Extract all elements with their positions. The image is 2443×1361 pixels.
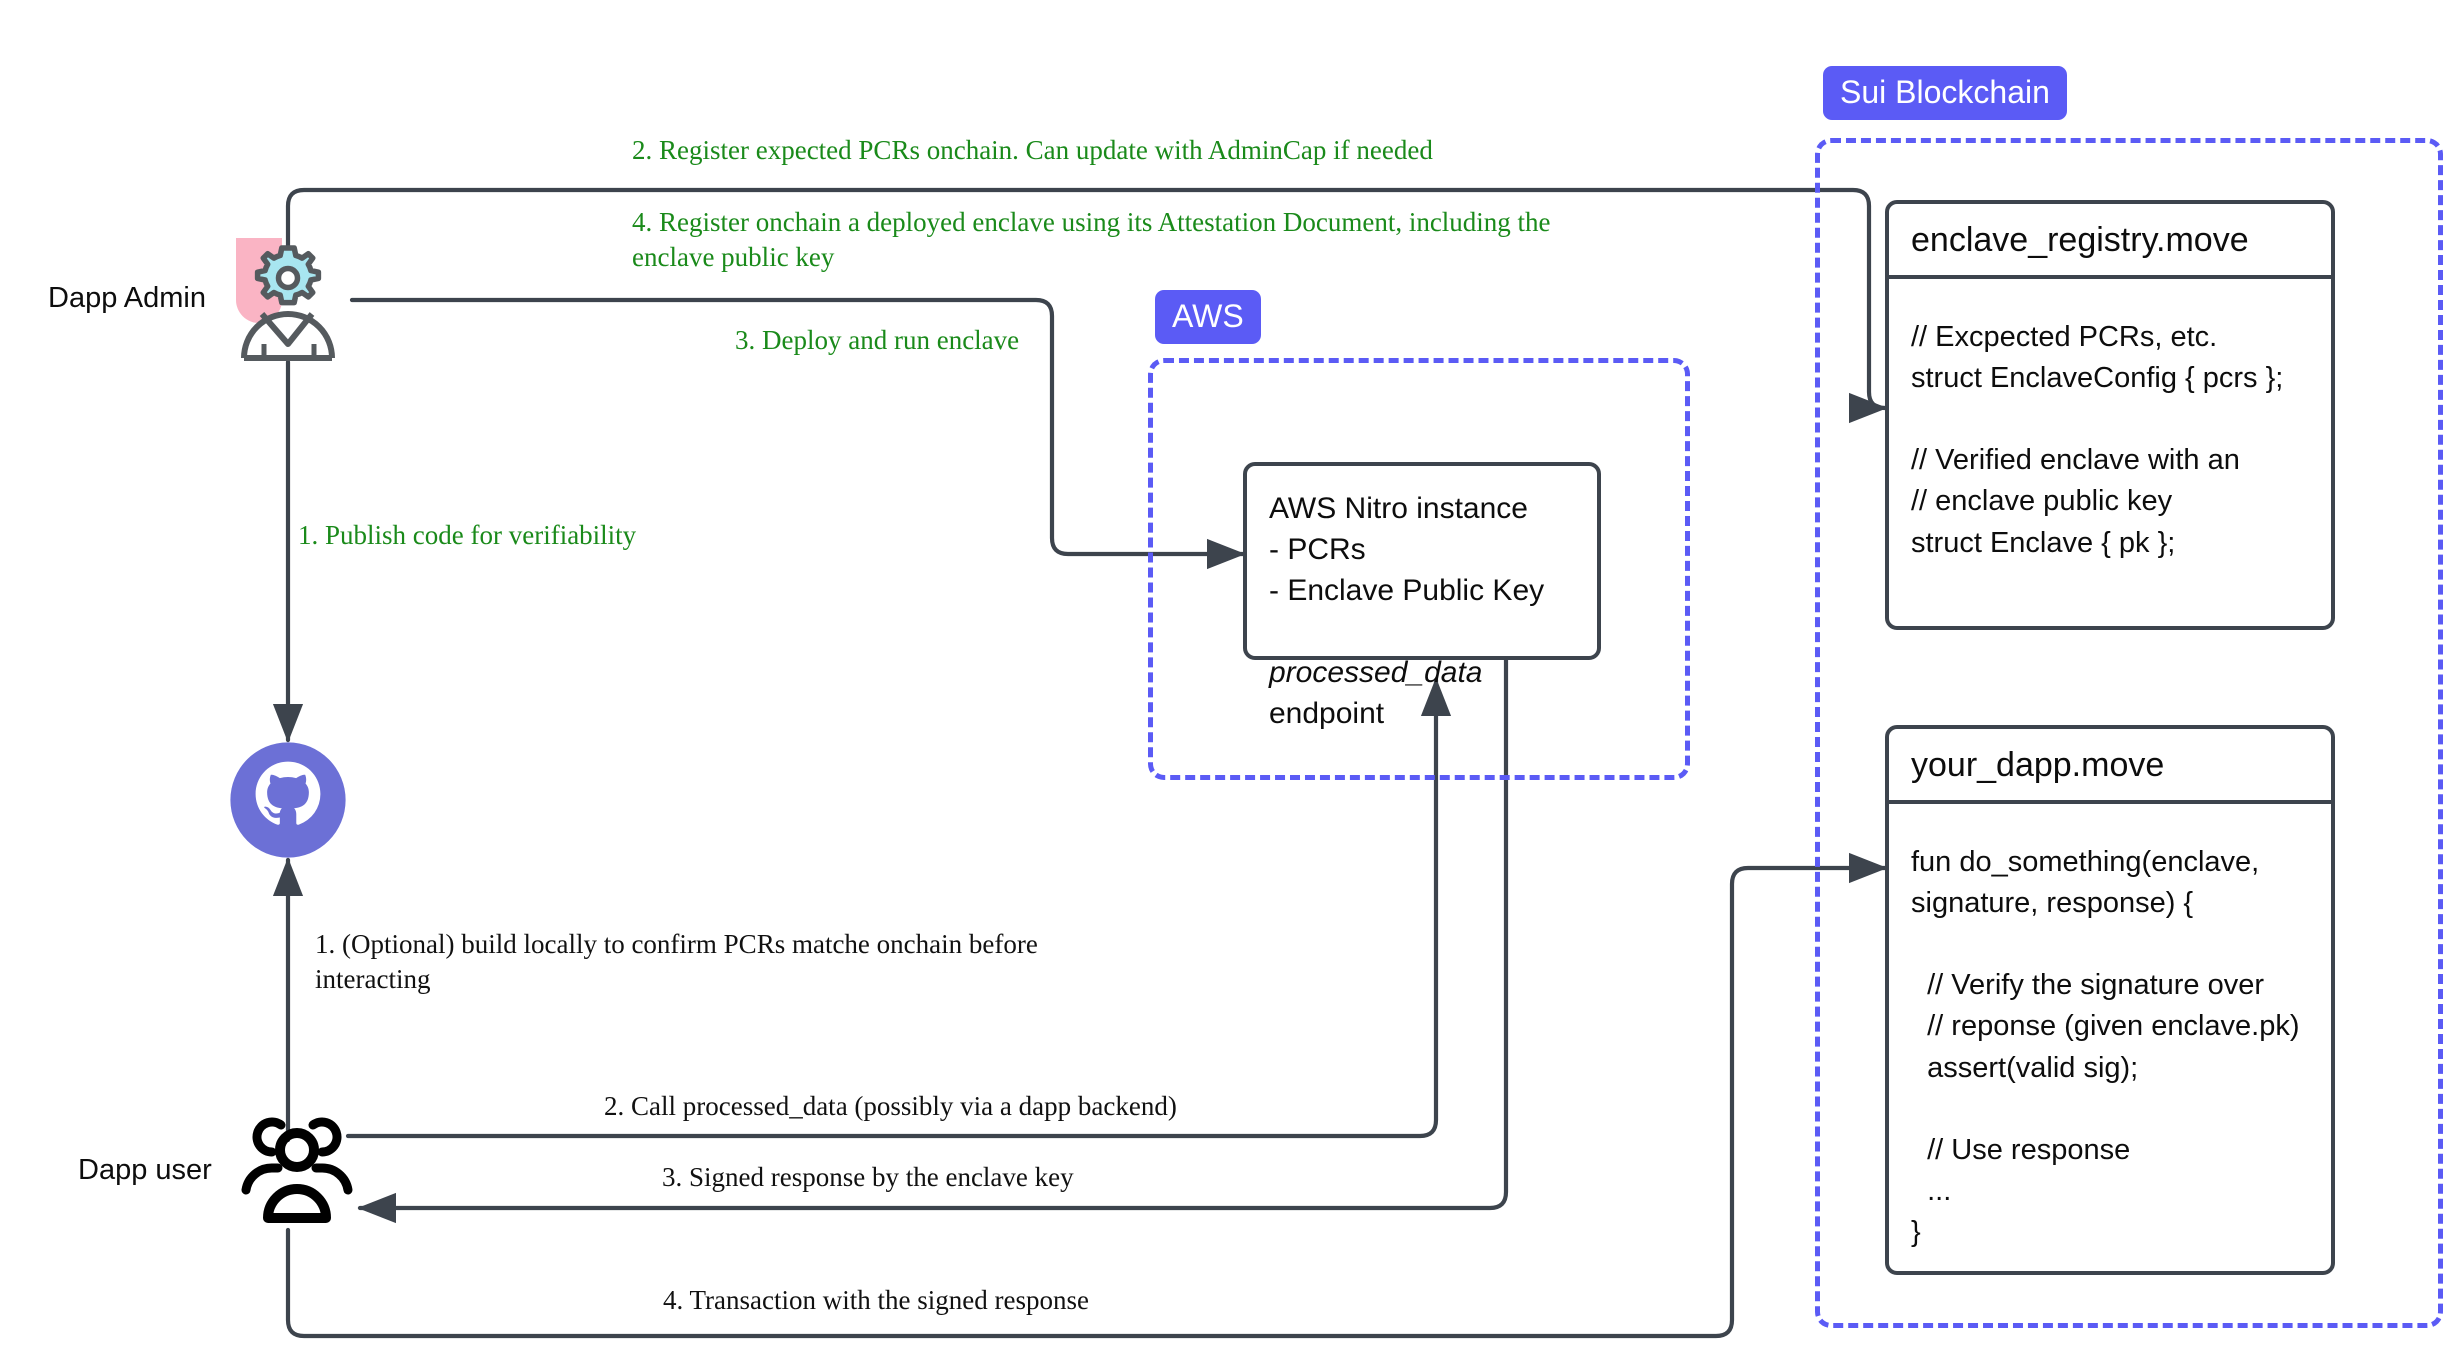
- nitro-line-3: - Enclave Public Key: [1269, 574, 1545, 608]
- label-admin-register-pcrs: 2. Register expected PCRs onchain. Can u…: [632, 135, 1433, 165]
- sui-blockchain-region: [1815, 138, 2443, 1328]
- enclave-registry-box: enclave_registry.move // Excpected PCRs,…: [1885, 200, 2335, 630]
- label-admin-deploy: 3. Deploy and run enclave: [735, 325, 1020, 355]
- sui-blockchain-badge: Sui Blockchain: [1823, 66, 2067, 121]
- aws-badge: AWS: [1155, 290, 1261, 345]
- label-admin-register-enclave: 4. Register onchain a deployed enclave u…: [632, 207, 1551, 272]
- label-user-call: 2. Call processed_data (possibly via a d…: [604, 1091, 1177, 1121]
- github-icon[interactable]: [228, 740, 348, 860]
- label-user-transaction: 4. Transaction with the signed response: [663, 1285, 1089, 1315]
- admin-label: Dapp Admin: [48, 282, 206, 314]
- aws-region: [1148, 358, 1690, 780]
- your-dapp-box: your_dapp.move fun do_something(enclave,…: [1885, 725, 2335, 1275]
- label-user-signed-response: 3. Signed response by the enclave key: [662, 1162, 1074, 1192]
- enclave-registry-body: // Excpected PCRs, etc. struct EnclaveCo…: [1911, 320, 2284, 559]
- group-of-people-icon: [236, 1112, 358, 1230]
- aws-nitro-instance-text: AWS Nitro instance - PCRs - Enclave Publ…: [1247, 466, 1597, 735]
- admin-gear-person-icon: [232, 232, 352, 362]
- your-dapp-body: fun do_something(enclave, signature, res…: [1911, 845, 2300, 1249]
- label-admin-publish: 1. Publish code for verifiability: [298, 520, 637, 550]
- label-user-optional-build: 1. (Optional) build locally to confirm P…: [315, 929, 1038, 994]
- enclave-registry-title: enclave_registry.move: [1889, 204, 2331, 279]
- user-label: Dapp user: [78, 1154, 212, 1186]
- aws-nitro-instance-box: AWS Nitro instance - PCRs - Enclave Publ…: [1243, 462, 1601, 730]
- nitro-line-2: - PCRs: [1269, 533, 1366, 567]
- nitro-endpoint-suffix: endpoint: [1269, 656, 1491, 731]
- nitro-endpoint-name: processed_data: [1269, 656, 1483, 690]
- nitro-line-1: AWS Nitro instance: [1269, 492, 1528, 525]
- your-dapp-title: your_dapp.move: [1889, 729, 2331, 804]
